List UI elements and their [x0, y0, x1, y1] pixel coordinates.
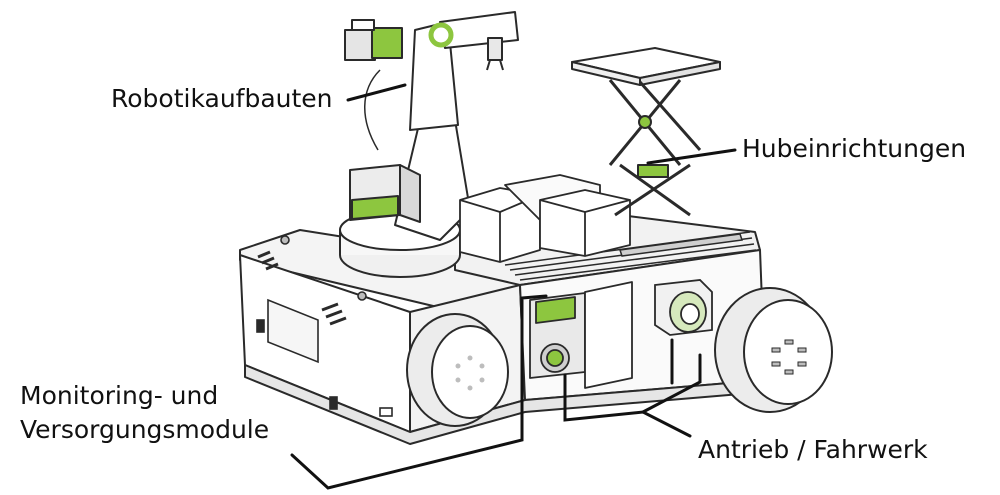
vent-grilles: [257, 250, 347, 326]
label-monitoring-line2: Versorgungsmodule: [20, 415, 270, 444]
deck-rails: [504, 231, 757, 281]
label-robotikaufbauten: Robotikaufbauten: [111, 84, 333, 113]
callout-line-drive-right: [641, 353, 702, 414]
robot-arm: [339, 11, 519, 278]
label-monitoring-line1: Monitoring- und: [20, 381, 219, 410]
callout-line-monitoring: [290, 294, 548, 490]
supply-modules: [529, 281, 633, 389]
scissor-lift: [571, 47, 721, 217]
storage-bins: [459, 174, 631, 263]
tool-module: [344, 19, 403, 61]
callout-line-drive-left: [563, 373, 692, 438]
callout-lines: [290, 83, 737, 490]
chassis-panels: [256, 235, 393, 417]
label-antrieb-fahrwerk: Antrieb / Fahrwerk: [698, 435, 928, 464]
drive-motor: [654, 279, 713, 336]
callout-line-robot: [346, 83, 407, 102]
callout-line-lift: [646, 148, 737, 165]
controller-module: [349, 164, 421, 223]
mecanum-wheel-rear: [714, 287, 833, 413]
label-hubeinrichtungen: Hubeinrichtungen: [742, 134, 967, 163]
mecanum-wheel-front: [406, 313, 509, 427]
